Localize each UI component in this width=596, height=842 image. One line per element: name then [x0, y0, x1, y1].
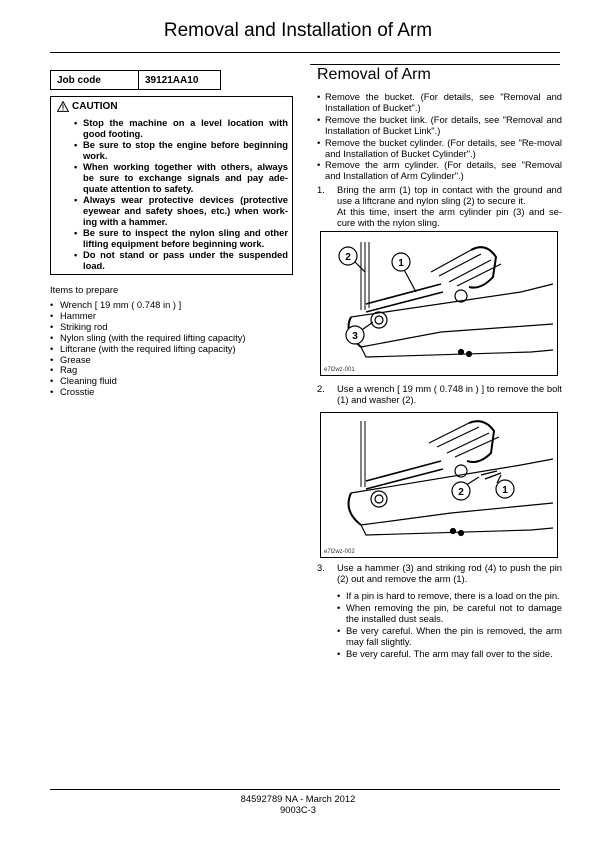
- warning-triangle-icon: [57, 101, 69, 112]
- step-text-secondary: At this time, insert the arm cylinder pi…: [337, 205, 562, 228]
- step-3-notes: If a pin is hard to remove, there is a l…: [337, 590, 562, 660]
- prepare-item: Grease: [50, 354, 246, 366]
- caution-heading-row: CAUTION: [57, 101, 288, 112]
- callout-label: 1: [502, 485, 508, 496]
- step-2: 2. Use a wrench [ 19 mm ( 0.748 in ) ] t…: [317, 383, 562, 406]
- callout-label: 3: [352, 331, 358, 342]
- job-code-label: Job code: [50, 70, 139, 90]
- step-3: 3. Use a hammer (3) and striking rod (4)…: [317, 562, 562, 585]
- prepare-heading: Items to prepare: [50, 284, 119, 295]
- caution-item: Be sure to inspect the nylon sling and o…: [57, 227, 288, 249]
- arm-lift-illustration: 2 1 3: [338, 242, 554, 358]
- job-code-value: 39121AA10: [138, 70, 221, 90]
- step-text: Use a wrench [ 19 mm ( 0.748 in ) ] to r…: [337, 383, 562, 405]
- callout-label: 1: [398, 258, 404, 269]
- caution-item: Stop the machine on a level location wit…: [57, 117, 288, 139]
- prepare-item: Nylon sling (with the required lifting c…: [50, 332, 246, 344]
- note-item: When removing the pin, be careful not to…: [337, 602, 562, 625]
- figure-caption: e7l2wz-002: [324, 549, 355, 555]
- caution-heading: CAUTION: [72, 101, 118, 112]
- figure-2: 2 1 e7l2wz-002: [320, 412, 558, 558]
- intro-item: Remove the bucket. (For details, see "Re…: [317, 91, 562, 114]
- intro-item: Remove the bucket cylinder. (For details…: [317, 137, 562, 160]
- step-1: 1. Bring the arm (1) top in contact with…: [317, 184, 562, 229]
- job-code-table: Job code 39121AA10: [50, 70, 221, 90]
- step-text: Use a hammer (3) and striking rod (4) to…: [337, 562, 562, 584]
- prepare-item: Cleaning fluid: [50, 375, 246, 387]
- prepare-item: Wrench [ 19 mm ( 0.748 in ) ]: [50, 299, 246, 311]
- prepare-item: Crosstie: [50, 386, 246, 398]
- intro-item: Remove the bucket link. (For details, se…: [317, 114, 562, 137]
- step-number: 2.: [317, 383, 325, 394]
- footer-rule: [50, 789, 560, 790]
- step-number: 1.: [317, 184, 325, 195]
- caution-list: Stop the machine on a level location wit…: [57, 117, 288, 271]
- step-text: Bring the arm (1) top in contact with th…: [337, 184, 562, 206]
- section-heading: Removal of Arm: [317, 66, 431, 83]
- page-title: Removal and Installation of Arm: [163, 20, 433, 41]
- caution-item: Do not stand or pass under the suspended…: [57, 249, 288, 271]
- note-item: Be very careful. When the pin is removed…: [337, 625, 562, 648]
- caution-item: Be sure to stop the engine before beginn…: [57, 139, 288, 161]
- step-number: 3.: [317, 562, 325, 573]
- header-rule: [50, 52, 560, 53]
- section-rule: [310, 64, 560, 65]
- intro-item: Remove the arm cylinder. (For details, s…: [317, 160, 562, 182]
- prepare-item: Hammer: [50, 310, 246, 322]
- note-item: If a pin is hard to remove, there is a l…: [337, 590, 562, 602]
- callout-label: 2: [458, 487, 464, 498]
- caution-item: Always wear protective devices (protecti…: [57, 194, 288, 227]
- bolt-removal-illustration: 2 1: [347, 420, 554, 537]
- prepare-item: Liftcrane (with the required lifting cap…: [50, 343, 246, 355]
- caution-box: CAUTION Stop the machine on a level loca…: [50, 96, 293, 275]
- note-item: Be very careful. The arm may fall over t…: [337, 648, 562, 660]
- figure-1: 2 1 3 e7l2wz-001: [320, 231, 558, 376]
- prepare-item: Rag: [50, 365, 246, 377]
- caution-item: When working together with others, alway…: [57, 161, 288, 194]
- prepare-item: Striking rod: [50, 321, 246, 333]
- removal-intro-list: Remove the bucket. (For details, see "Re…: [317, 91, 562, 183]
- footer-page-number: 9003C-3: [280, 804, 316, 815]
- prepare-list: Wrench [ 19 mm ( 0.748 in ) ] Hammer Str…: [50, 299, 246, 398]
- figure-caption: e7l2wz-001: [324, 367, 355, 373]
- footer-doc-id: 84592789 NA - March 2012: [240, 793, 356, 804]
- callout-label: 2: [345, 252, 351, 263]
